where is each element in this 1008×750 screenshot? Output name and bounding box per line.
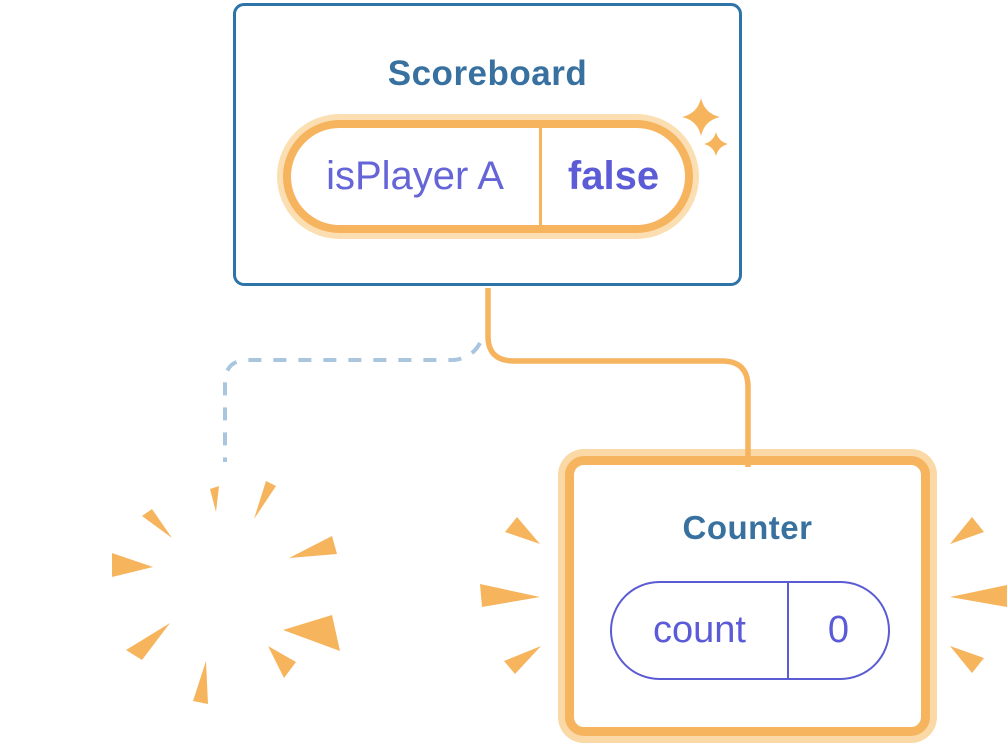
state-key-label: isPlayer A bbox=[326, 154, 504, 198]
scoreboard-state-pill: isPlayer A false bbox=[283, 120, 693, 233]
scoreboard-title: Scoreboard bbox=[387, 54, 588, 93]
scoreboard-card: Scoreboard isPlayer A false bbox=[233, 3, 742, 286]
state-value-label: false bbox=[567, 154, 660, 198]
pill-divider bbox=[539, 128, 542, 225]
state-key-label: count bbox=[653, 609, 746, 651]
counter-card-highlight-ring: Counter count 0 bbox=[558, 449, 937, 743]
counter-title: Counter bbox=[682, 509, 813, 546]
destroyed-component-card bbox=[95, 457, 369, 723]
state-value-label: 0 bbox=[827, 609, 850, 651]
destroyed-state-connector bbox=[223, 341, 482, 462]
pill-divider bbox=[787, 583, 789, 678]
counter-state-pill: count 0 bbox=[610, 581, 890, 680]
counter-card: Counter count 0 bbox=[565, 456, 930, 736]
kept-state-connector bbox=[485, 288, 751, 467]
